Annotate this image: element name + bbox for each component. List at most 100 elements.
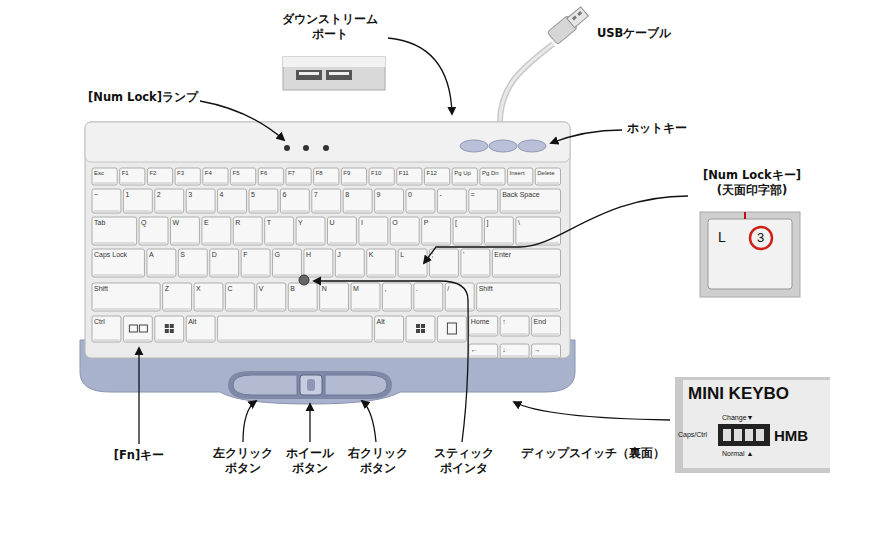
key-shade	[398, 182, 420, 184]
key-legend: 7	[314, 191, 318, 198]
stick-pointer	[299, 275, 309, 285]
key-shade	[94, 308, 159, 310]
key-legend: 6	[282, 191, 286, 198]
key	[155, 189, 184, 213]
key-legend: W	[173, 219, 180, 226]
key-shade	[188, 339, 214, 341]
key	[92, 249, 144, 277]
key-legend: F11	[399, 170, 409, 176]
key-shade	[470, 210, 496, 212]
key	[469, 344, 498, 358]
key	[397, 168, 422, 185]
key-legend: -	[439, 191, 441, 198]
key-shade	[305, 274, 331, 276]
key-legend: Alt	[377, 318, 385, 325]
key-legend: End	[534, 318, 546, 325]
key-legend: Ctrl	[94, 318, 105, 325]
key-grid	[92, 168, 561, 358]
key-legend: F5	[233, 170, 240, 176]
key-legend: C	[227, 285, 232, 292]
key	[424, 168, 449, 185]
key	[343, 189, 372, 213]
key-shade	[368, 274, 394, 276]
key-legend: X	[196, 285, 201, 292]
key-shade	[156, 339, 182, 341]
key-shade	[211, 274, 237, 276]
key-shade	[235, 242, 261, 244]
key-legend: 1	[125, 191, 129, 198]
usb-cable	[500, 5, 590, 122]
key-shade	[94, 182, 116, 184]
key-shade	[345, 210, 371, 212]
key-legend: L	[400, 251, 404, 258]
key-shade	[502, 333, 528, 335]
key-shade	[426, 182, 448, 184]
callout-label: 右クリック ボタン	[336, 446, 420, 476]
key-legend: F2	[149, 170, 156, 176]
key-legend: ,	[384, 285, 386, 292]
key	[461, 249, 490, 277]
key-legend: K	[369, 251, 374, 258]
keyboard-body	[80, 122, 575, 404]
key-legend: [	[455, 219, 457, 226]
key-legend: F10	[371, 170, 381, 176]
key-legend: F8	[316, 170, 323, 176]
callout-label: [Num Lockキー] (天面印字部)	[688, 168, 816, 198]
key-legend: D	[212, 251, 217, 258]
numlock-key-inset	[700, 212, 800, 297]
key-legend: Q	[141, 219, 146, 226]
key-shade	[470, 355, 496, 357]
key-shade	[384, 308, 410, 310]
key-shade	[251, 210, 277, 212]
key-legend: H	[306, 251, 311, 258]
key-shade	[274, 274, 300, 276]
callout-label: ディップスイッチ（裏面）	[521, 446, 665, 461]
key	[258, 168, 283, 185]
key-shade	[141, 242, 167, 244]
key-shade	[243, 274, 269, 276]
key-shade	[227, 308, 253, 310]
key	[480, 168, 505, 185]
key-shade	[431, 274, 457, 276]
key	[508, 168, 533, 185]
key-shade	[353, 308, 379, 310]
key	[437, 189, 466, 213]
key-shade	[121, 182, 143, 184]
key-shade	[481, 182, 503, 184]
key	[359, 217, 388, 245]
key	[390, 217, 419, 245]
key	[445, 283, 474, 311]
key-shade	[94, 339, 120, 341]
callout-label: スティック ポインタ	[422, 446, 506, 476]
key-shade	[125, 339, 151, 341]
key-legend: ]	[487, 219, 489, 226]
key-shade	[447, 308, 473, 310]
win-icon	[421, 329, 425, 333]
key	[369, 168, 394, 185]
key-shade	[94, 210, 120, 212]
key-shade	[502, 210, 559, 212]
key-shade	[400, 274, 426, 276]
callout-label: ホイール ボタン	[275, 446, 345, 476]
key-shade	[486, 242, 512, 244]
key	[314, 168, 339, 185]
key-legend: Y	[298, 219, 303, 226]
key-legend: Insert	[510, 170, 525, 176]
key-shade	[423, 242, 449, 244]
key-shade	[196, 308, 222, 310]
key-legend: 5	[251, 191, 255, 198]
key	[296, 217, 325, 245]
key	[225, 283, 254, 311]
key-legend: →	[534, 346, 541, 353]
key-legend: F7	[288, 170, 295, 176]
key	[231, 168, 256, 185]
key	[123, 316, 152, 342]
key-shade	[478, 308, 559, 310]
key	[218, 189, 247, 213]
key	[233, 217, 262, 245]
key	[257, 283, 286, 311]
port-inset	[283, 57, 385, 90]
key-shade	[177, 182, 199, 184]
key	[335, 249, 364, 277]
key-legend: Back Space	[502, 191, 539, 198]
